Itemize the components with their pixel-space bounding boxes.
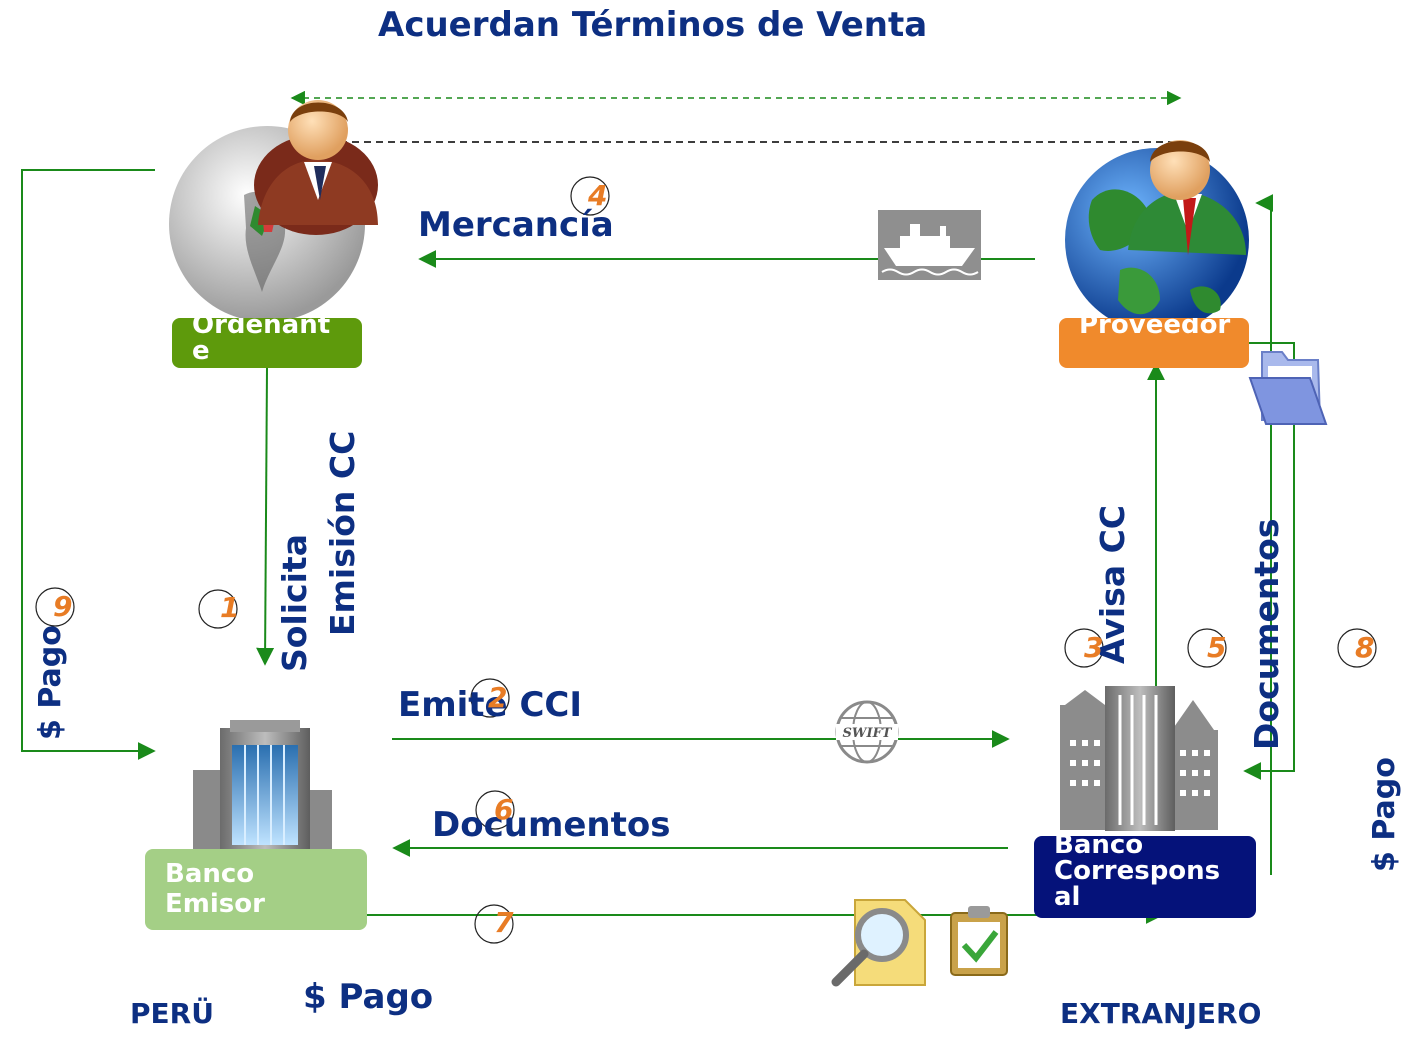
flow-lines — [21, 169, 1295, 924]
region-extranjero-label: EXTRANJERO — [1060, 997, 1262, 1030]
banco-corresponsal-label: Banco Corresponsal — [1054, 836, 1221, 912]
step-number-1: 1 — [220, 591, 240, 624]
step-number-9: 9 — [53, 590, 73, 623]
clipboard-check-icon — [950, 906, 1008, 976]
step-number-2: 2 — [488, 681, 508, 714]
pago-left-label: $ Pago — [33, 625, 68, 740]
ordenante-label: Ordenante — [192, 318, 331, 366]
ordenante-box: Ordenante — [172, 318, 362, 368]
pago-right-label: $ Pago — [1367, 757, 1402, 872]
mercancia-label: Mercancía — [418, 205, 614, 245]
diagram-title: Acuerdan Términos de Venta — [378, 5, 928, 45]
proveedor-box: Proveedor — [1059, 318, 1249, 368]
solicita-label: Solicita — [275, 534, 314, 672]
banco-emisor-box: Banco Emisor — [145, 849, 367, 930]
step-number-5: 5 — [1207, 631, 1227, 664]
swift-label: SWIFT — [843, 726, 893, 741]
pago-bottom-label: $ Pago — [303, 977, 434, 1017]
documentos-right-label: Documentos — [1247, 518, 1286, 750]
step-number-7: 7 — [494, 906, 514, 939]
banco-corresponsal-box: Banco Corresponsal — [1034, 836, 1256, 918]
proveedor-label: Proveedor — [1079, 318, 1231, 340]
region-peru-label: PERÜ — [130, 997, 214, 1030]
swift-icon: SWIFT — [835, 700, 899, 764]
magnifier-document-icon — [831, 899, 926, 987]
ship-icon — [878, 210, 981, 280]
banco-corresponsal-building-icon — [1060, 686, 1218, 831]
documentos-bottom-label: Documentos — [432, 805, 671, 845]
emision-cc-label: Emisión CC — [323, 430, 362, 636]
folder-icon — [1248, 351, 1328, 425]
banco-emisor-building-icon — [193, 720, 332, 850]
agreement-connector — [290, 90, 1182, 143]
emite-cci-label: Emite CCI — [398, 685, 583, 725]
step-number-8: 8 — [1355, 631, 1375, 664]
ordenante-globe-person-icon — [169, 100, 378, 322]
step-number-4: 4 — [588, 179, 608, 212]
banco-emisor-label: Banco Emisor — [165, 859, 265, 919]
proveedor-globe-person-icon — [1065, 140, 1249, 332]
step-number-6: 6 — [494, 793, 514, 826]
step-number-3: 3 — [1084, 631, 1104, 664]
step-circles — [35, 176, 1377, 944]
